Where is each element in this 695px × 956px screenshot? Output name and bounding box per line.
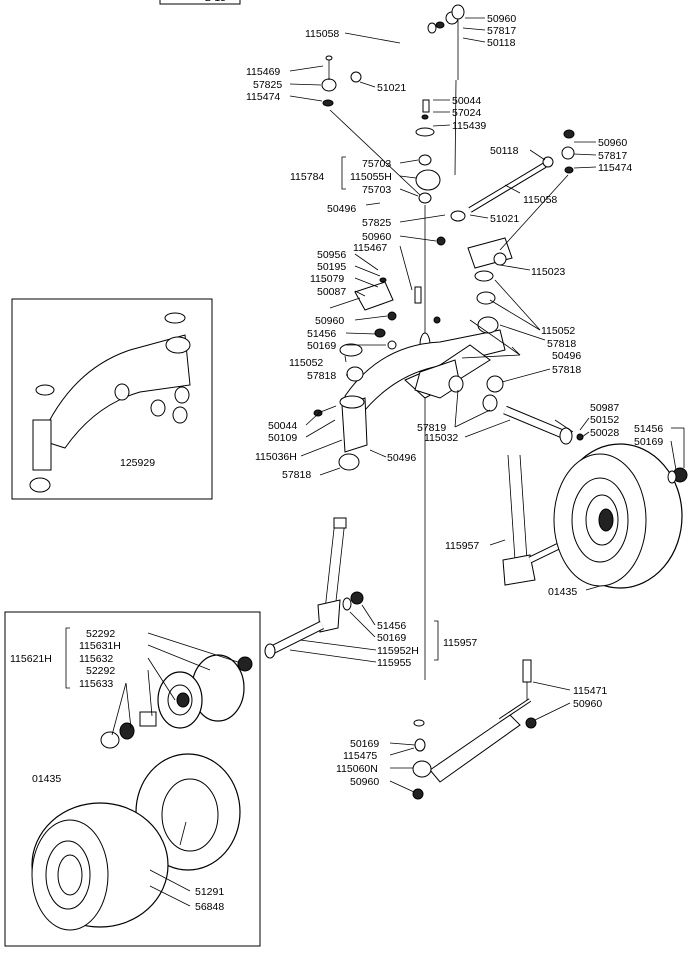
label-51456: 51456 (377, 620, 406, 632)
label-115621H: 115621H (10, 653, 52, 665)
steering-cylinder (412, 659, 537, 800)
label-56848: 56848 (195, 901, 224, 913)
label-115471: 115471 (573, 685, 607, 697)
inset-frame-wheel-assembly (4, 611, 261, 947)
label-75703: 75703 (362, 184, 391, 196)
label-50956: 50956 (317, 249, 346, 261)
label-50118: 50118 (490, 145, 519, 157)
label-115055H: 115055H (350, 171, 392, 183)
label-52292: 52292 (86, 628, 115, 640)
header-box: 2-15 (159, 0, 241, 5)
label-57825: 57825 (253, 79, 282, 91)
label-115957: 115957 (443, 637, 477, 649)
label-115475: 115475 (343, 750, 377, 762)
label-115474: 115474 (246, 91, 280, 103)
label-50496: 50496 (327, 203, 356, 215)
label-115632: 115632 (79, 653, 113, 665)
label-50960: 50960 (573, 698, 602, 710)
inset-hub-assembly (100, 654, 253, 749)
label-115079: 115079 (310, 273, 344, 285)
label-50109: 50109 (268, 432, 297, 444)
label-115467: 115467 (353, 242, 387, 254)
bushings (338, 270, 504, 471)
label-115784: 115784 (290, 171, 324, 183)
label-50152: 50152 (590, 414, 619, 426)
label-115023: 115023 (531, 266, 565, 278)
label-50087: 50087 (317, 286, 346, 298)
label-50169: 50169 (634, 436, 663, 448)
label-51021: 51021 (490, 213, 519, 225)
label-57825: 57825 (362, 217, 391, 229)
label-50118: 50118 (487, 37, 516, 49)
label-50496: 50496 (552, 350, 581, 362)
label-50169: 50169 (350, 738, 379, 750)
label-57818: 57818 (552, 364, 581, 376)
label-57817: 57817 (598, 150, 627, 162)
label-115633: 115633 (79, 678, 113, 690)
label-115036H: 115036H (255, 451, 297, 463)
label-57819: 57819 (417, 422, 446, 434)
axle-beam (344, 329, 506, 417)
label-115058: 115058 (523, 194, 557, 206)
label-50496: 50496 (387, 452, 416, 464)
label-115052: 115052 (541, 325, 575, 337)
label-50028: 50028 (590, 427, 619, 439)
label-115952H: 115952H (377, 645, 419, 657)
label-50044: 50044 (268, 420, 297, 432)
inset-tire (31, 753, 241, 931)
label-51456: 51456 (307, 328, 336, 340)
label-57818: 57818 (307, 370, 336, 382)
pivot-bracket (329, 277, 397, 321)
label-51456: 51456 (634, 423, 663, 435)
group-brackets (65, 156, 439, 689)
part-labels: 115058 50960 57817 50118 115469 57825 11… (10, 13, 663, 913)
label-50195: 50195 (317, 261, 346, 273)
label-50960: 50960 (315, 315, 344, 327)
left-spindle-housing (313, 395, 368, 453)
label-50960: 50960 (362, 231, 391, 243)
inset-axle-drawing (29, 312, 191, 493)
label-57818: 57818 (282, 469, 311, 481)
leader-lines (111, 17, 685, 907)
label-115957: 115957 (445, 540, 479, 552)
tie-rod-right (436, 129, 575, 246)
inset-frame-axle-assembly (11, 298, 213, 500)
label-115032: 115032 (424, 432, 458, 444)
label-51291: 51291 (195, 886, 224, 898)
label-57817: 57817 (487, 25, 516, 37)
label-57818: 57818 (547, 338, 576, 350)
steering-arm (467, 237, 513, 269)
label-115474: 115474 (598, 162, 632, 174)
label-115052: 115052 (289, 357, 323, 369)
right-wheel (553, 443, 688, 589)
header-fragment: 2-15 (205, 0, 226, 4)
label-50044: 50044 (452, 95, 481, 107)
label-50987: 50987 (590, 402, 619, 414)
king-pin-stack (414, 99, 441, 680)
label-01435: 01435 (548, 586, 577, 598)
label-75703: 75703 (362, 158, 391, 170)
label-115439: 115439 (452, 120, 486, 132)
left-spindle (264, 517, 364, 659)
label-01435: 01435 (32, 773, 61, 785)
label-50169: 50169 (377, 632, 406, 644)
label-115058: 115058 (305, 28, 339, 40)
label-50960: 50960 (487, 13, 516, 25)
label-50960: 50960 (350, 776, 379, 788)
label-52292: 52292 (86, 665, 115, 677)
label-115469: 115469 (246, 66, 280, 78)
label-50960: 50960 (598, 137, 627, 149)
label-50169: 50169 (307, 340, 336, 352)
label-51021: 51021 (377, 82, 406, 94)
label-115955: 115955 (377, 657, 411, 669)
tie-rod-upper (321, 4, 465, 107)
label-115631H: 115631H (79, 640, 121, 652)
label-57024: 57024 (452, 107, 481, 119)
label-115060N: 115060N (336, 763, 378, 775)
label-125929: 125929 (120, 457, 155, 469)
